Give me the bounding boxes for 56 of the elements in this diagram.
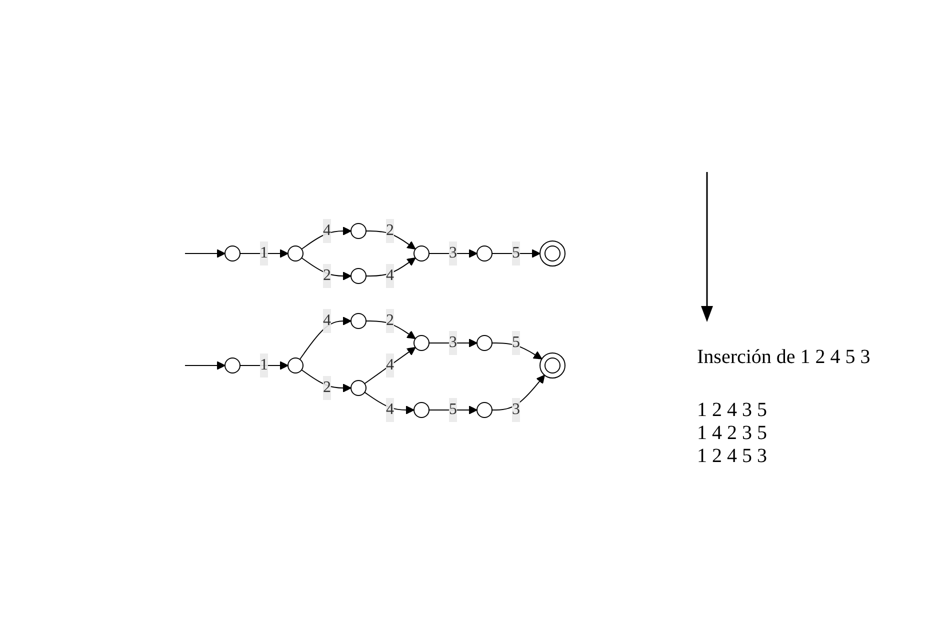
arrow <box>184 360 225 370</box>
sequence-text: 1 2 4 3 5 <box>697 399 768 422</box>
arrow <box>364 391 414 414</box>
node-circle <box>350 268 366 284</box>
edge-label: 4 <box>386 266 394 284</box>
node-circle <box>476 334 492 350</box>
node-circle <box>476 402 492 418</box>
node-doublecircle <box>539 352 565 378</box>
edge-label: 3 <box>512 400 520 418</box>
node-circle <box>350 380 366 396</box>
transformation-caption: Inserción de 1 2 4 5 3 <box>697 346 872 369</box>
edge-label: 5 <box>512 334 520 350</box>
arrow <box>300 226 351 250</box>
arrow <box>184 248 225 258</box>
arrow <box>239 248 288 258</box>
arrow <box>300 368 351 392</box>
arrow <box>365 230 416 250</box>
edge-label: 5 <box>512 244 520 261</box>
arrow <box>428 248 477 258</box>
node-doublecircle <box>539 240 565 266</box>
arrow <box>300 256 351 280</box>
node-circle <box>413 334 429 350</box>
arrow <box>491 248 540 258</box>
edge-label: 4 <box>322 222 330 238</box>
arrow <box>491 374 544 410</box>
edge-label: 4 <box>386 400 394 418</box>
edge-label: 1 <box>260 244 268 261</box>
edge-label: 4 <box>322 312 330 328</box>
sequence-text: 1 4 2 3 5 <box>697 422 768 445</box>
arrow <box>239 360 288 370</box>
edge-label: 2 <box>386 222 394 238</box>
node-circle <box>413 245 429 261</box>
edge-label: 5 <box>448 400 456 418</box>
arrow <box>365 320 416 339</box>
edge-label: 1 <box>260 356 268 373</box>
arrow <box>428 405 477 414</box>
node-circle <box>350 312 366 328</box>
edge-label: 3 <box>448 244 456 261</box>
arrow <box>298 316 351 360</box>
node-circle <box>287 357 303 373</box>
arrow <box>365 256 416 276</box>
arrow <box>364 346 416 384</box>
edge-label: 2 <box>322 378 330 396</box>
edge-label: 4 <box>386 356 394 373</box>
arrow <box>491 342 542 359</box>
edge-label: 2 <box>386 312 394 328</box>
arrow <box>428 338 477 347</box>
node-circle <box>224 357 240 373</box>
node-circle <box>224 245 240 261</box>
sequence-text: 1 2 4 5 3 <box>697 445 768 468</box>
edge-label: 3 <box>448 334 456 350</box>
node-circle <box>350 222 366 238</box>
edge-label: 2 <box>322 266 330 284</box>
node-circle <box>287 245 303 261</box>
node-circle <box>476 245 492 261</box>
node-circle <box>413 402 429 418</box>
